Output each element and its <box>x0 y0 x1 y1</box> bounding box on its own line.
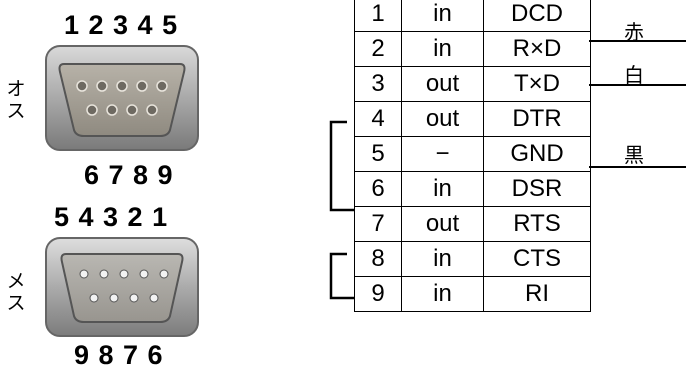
pin-direction: out <box>401 66 484 102</box>
pin-direction: out <box>401 206 484 242</box>
male-pins <box>76 80 168 116</box>
loopback-bracket-4-6 <box>329 120 355 212</box>
pin-direction: in <box>401 241 484 277</box>
pin-number: 3 <box>354 66 402 102</box>
male-bottom-pin-numbers: 6 7 8 9 <box>84 160 174 190</box>
pin-number: 6 <box>354 171 402 207</box>
pin-direction: in <box>401 171 484 207</box>
pin-number: 9 <box>354 276 402 312</box>
female-top-pin-numbers: 5 4 3 2 1 <box>54 202 169 232</box>
wire-label-black: 黒 <box>624 143 644 167</box>
wire-line-black <box>589 166 686 168</box>
female-sockets <box>79 269 169 303</box>
pin-direction: in <box>401 0 484 32</box>
pin-signal: DSR <box>483 171 591 207</box>
pin-number: 5 <box>354 136 402 172</box>
male-connector-label: オス <box>6 78 26 122</box>
pin-number: 4 <box>354 101 402 137</box>
pin-signal: R×D <box>483 31 591 67</box>
wire-label-white: 白 <box>624 63 644 87</box>
wire-line-red <box>589 40 686 42</box>
pin-number: 1 <box>354 0 402 32</box>
pin-signal: GND <box>483 136 591 172</box>
pin-number: 7 <box>354 206 402 242</box>
female-db9-connector <box>45 237 199 337</box>
wire-label-red: 赤 <box>624 20 644 44</box>
pin-signal: DCD <box>483 0 591 32</box>
pin-number: 2 <box>354 31 402 67</box>
female-connector-label: メス <box>6 270 26 314</box>
pin-direction: − <box>401 136 484 172</box>
pin-signal: DTR <box>483 101 591 137</box>
pin-number: 8 <box>354 241 402 277</box>
male-top-pin-numbers: 1 2 3 4 5 <box>64 10 179 40</box>
table-row: 5−GND <box>354 136 591 172</box>
male-db9-connector <box>45 45 199 151</box>
pin-direction: out <box>401 101 484 137</box>
pin-signal: T×D <box>483 66 591 102</box>
loopback-bracket-7-8 <box>329 252 355 300</box>
pin-direction: in <box>401 31 484 67</box>
wire-line-white <box>589 84 686 86</box>
pin-direction: in <box>401 276 484 312</box>
female-bottom-pin-numbers: 9 8 7 6 <box>74 340 164 370</box>
pin-signal: CTS <box>483 241 591 277</box>
pin-signal: RTS <box>483 206 591 242</box>
pin-signal: RI <box>483 276 591 312</box>
